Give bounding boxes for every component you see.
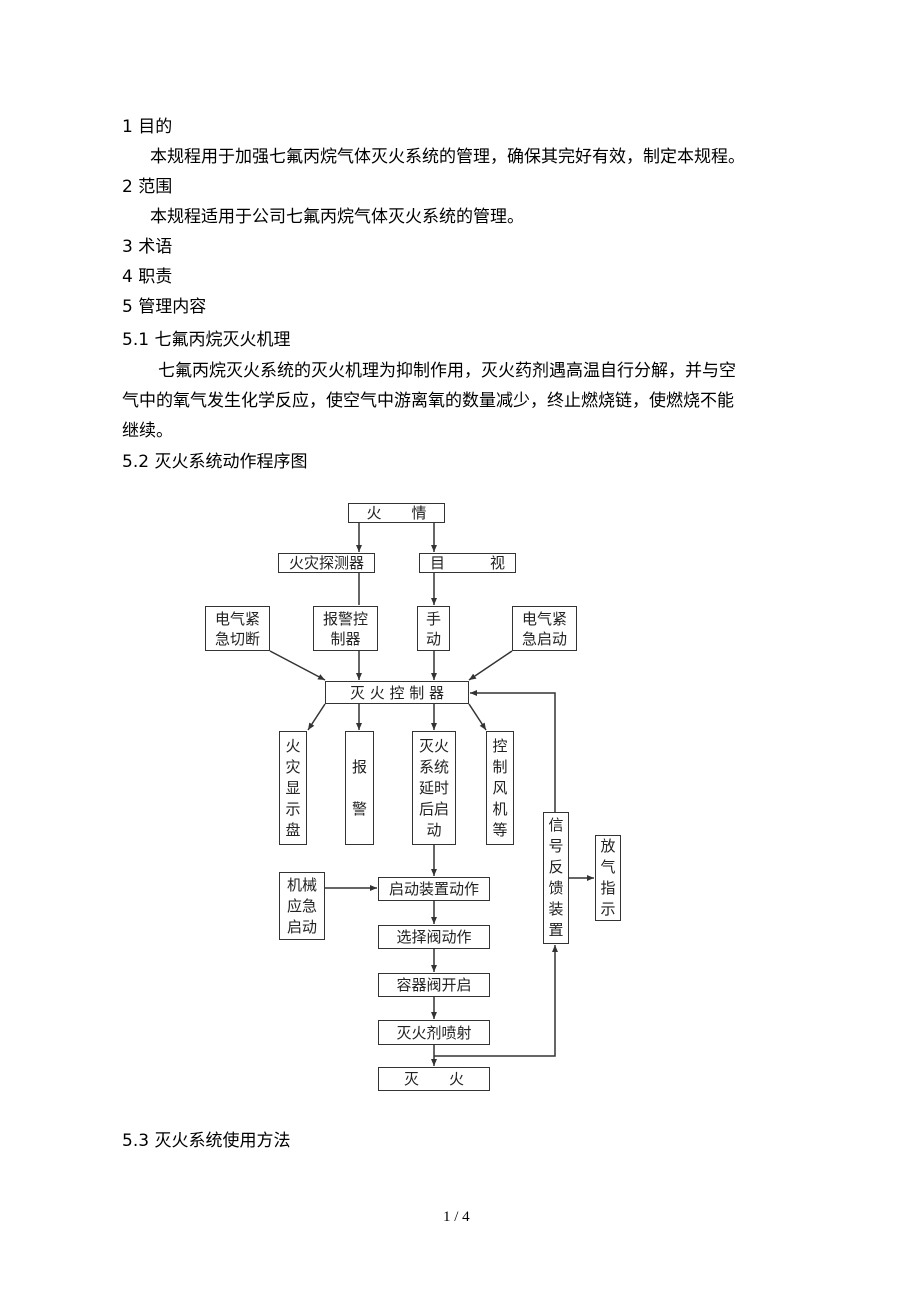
flow-node-spray: 灭火剂喷射 bbox=[378, 1020, 490, 1045]
paragraph-scope: 本规程适用于公司七氟丙烷气体灭火系统的管理。 bbox=[150, 207, 524, 227]
flow-node-label: 制器 bbox=[330, 629, 361, 648]
heading-5-3: 5.3 灭火系统使用方法 bbox=[122, 1131, 291, 1151]
flow-node-label: 延时 bbox=[418, 778, 449, 797]
flow-node-fan: 控制风机等 bbox=[486, 731, 514, 845]
flow-node-elec-cut: 电气紧急切断 bbox=[205, 606, 270, 651]
flow-node-label: 示 bbox=[285, 799, 301, 818]
flow-node-elec-start: 电气紧急启动 bbox=[512, 606, 577, 651]
flow-node-label: 灾 bbox=[285, 757, 301, 776]
heading-duties: 4 职责 bbox=[122, 267, 173, 287]
flow-node-label: 风 bbox=[492, 778, 508, 797]
flow-node-mech: 机械应急启动 bbox=[279, 872, 325, 940]
flow-node-display: 火灾显示盘 bbox=[279, 731, 307, 845]
heading-content: 5 管理内容 bbox=[122, 297, 207, 317]
flow-node-starter: 启动装置动作 bbox=[378, 877, 490, 901]
paragraph-mechanism-line3: 继续。 bbox=[122, 421, 173, 441]
flow-node-label: 示 bbox=[600, 900, 616, 918]
flow-node-label: 指 bbox=[600, 879, 616, 897]
flow-node-label: 火 情 bbox=[366, 504, 427, 522]
flow-node-label: 电气紧 bbox=[521, 609, 567, 628]
heading-scope: 2 范围 bbox=[122, 177, 173, 197]
heading-terms: 3 术语 bbox=[122, 237, 173, 257]
flow-node-label: 号 bbox=[548, 837, 564, 855]
flow-node-label bbox=[357, 778, 362, 799]
paragraph-mechanism-line1: 七氟丙烷灭火系统的灭火机理为抑制作用，灭火药剂遇高温自行分解，并与空 bbox=[158, 361, 736, 381]
flow-node-label: 控 bbox=[492, 736, 508, 755]
flow-node-label: 置 bbox=[548, 921, 564, 939]
flow-node-controller: 灭 火 控 制 器 bbox=[325, 681, 469, 704]
flow-node-manual: 手动 bbox=[417, 606, 450, 651]
flow-node-label: 目 视 bbox=[429, 554, 505, 572]
flow-node-label: 装 bbox=[548, 900, 564, 918]
flow-node-label: 灭 火 控 制 器 bbox=[349, 683, 445, 702]
flow-node-label: 应急 bbox=[286, 896, 317, 915]
flow-node-label: 报警控 bbox=[322, 609, 368, 628]
flow-node-label: 盘 bbox=[285, 820, 301, 839]
flow-node-alarm-ctrl: 报警控制器 bbox=[313, 606, 378, 651]
flow-node-label: 馈 bbox=[548, 879, 564, 897]
flow-node-label: 急切断 bbox=[214, 629, 260, 648]
flow-node-label: 机 bbox=[492, 799, 508, 818]
flow-node-label: 灭 火 bbox=[403, 1070, 464, 1088]
flow-node-container: 容器阀开启 bbox=[378, 973, 490, 997]
flow-node-detector: 火灾探测器 bbox=[278, 553, 375, 573]
flow-node-label: 警 bbox=[351, 799, 367, 818]
heading-5-2: 5.2 灭火系统动作程序图 bbox=[122, 452, 308, 472]
flow-node-label: 放 bbox=[600, 837, 616, 855]
flow-node-label: 选择阀动作 bbox=[396, 928, 472, 946]
flow-node-label: 气 bbox=[600, 858, 616, 876]
flow-node-label: 电气紧 bbox=[214, 609, 260, 628]
flow-node-label: 系统 bbox=[418, 757, 449, 776]
flow-node-visual: 目 视 bbox=[419, 553, 516, 573]
flow-node-release: 放气指示 bbox=[595, 835, 621, 921]
flow-node-fire: 火 情 bbox=[348, 503, 445, 523]
flow-node-label: 手 bbox=[425, 609, 441, 628]
flow-node-label: 机械 bbox=[286, 875, 317, 894]
page-number: 1 / 4 bbox=[443, 1209, 470, 1225]
flow-node-label: 反 bbox=[548, 858, 564, 876]
flow-node-label: 报 bbox=[351, 757, 367, 776]
flow-node-label: 灭火剂喷射 bbox=[396, 1023, 472, 1042]
heading-5-1: 5.1 七氟丙烷灭火机理 bbox=[122, 330, 291, 350]
flow-node-label: 信 bbox=[548, 816, 564, 834]
flow-node-extinguish: 灭 火 bbox=[378, 1067, 490, 1091]
flow-node-label: 急启动 bbox=[521, 629, 567, 648]
flow-node-label: 火 bbox=[285, 736, 301, 755]
flow-node-label: 灭火 bbox=[418, 736, 449, 755]
flow-node-label: 后启 bbox=[418, 799, 449, 818]
paragraph-purpose: 本规程用于加强七氟丙烷气体灭火系统的管理，确保其完好有效，制定本规程。 bbox=[150, 147, 745, 167]
flow-node-selector: 选择阀动作 bbox=[378, 925, 490, 949]
flow-node-alarm: 报 警 bbox=[345, 731, 374, 845]
flow-node-label: 动 bbox=[425, 629, 441, 648]
flow-node-delay: 灭火系统延时后启动 bbox=[412, 731, 456, 845]
flow-node-label: 火灾探测器 bbox=[288, 554, 364, 572]
heading-purpose: 1 目的 bbox=[122, 117, 173, 137]
flow-node-label: 动 bbox=[426, 820, 442, 839]
flow-node-label: 制 bbox=[492, 757, 508, 776]
flow-node-feedback: 信号反馈装置 bbox=[543, 812, 569, 944]
flow-node-label: 容器阀开启 bbox=[396, 976, 472, 994]
flow-node-label: 显 bbox=[285, 778, 301, 797]
flow-node-label: 等 bbox=[492, 820, 508, 839]
flow-node-label: 启动装置动作 bbox=[388, 880, 479, 898]
flow-node-label: 启动 bbox=[286, 917, 317, 936]
paragraph-mechanism-line2: 气中的氧气发生化学反应，使空气中游离氧的数量减少，终止燃烧链，使燃烧不能 bbox=[122, 391, 734, 411]
